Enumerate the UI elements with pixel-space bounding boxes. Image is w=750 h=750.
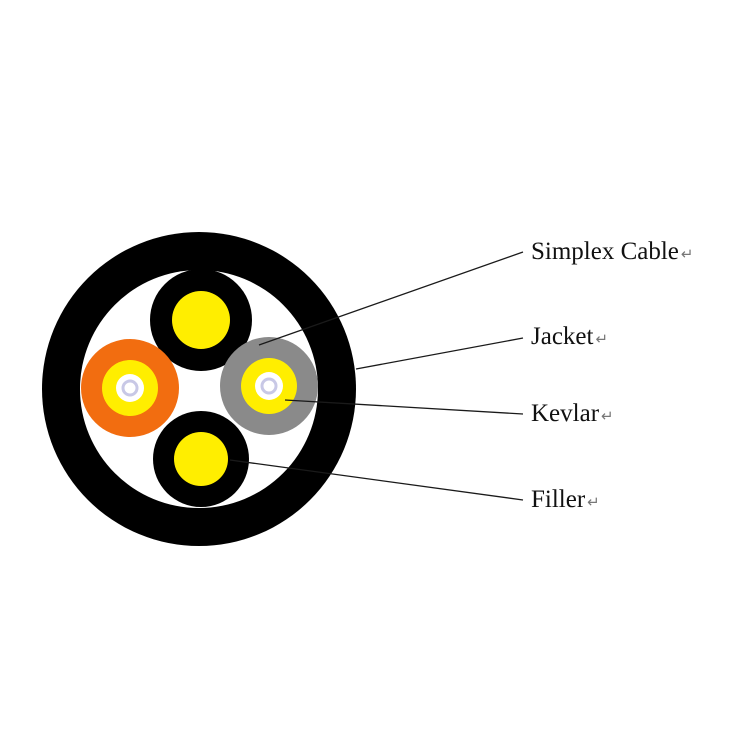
label-kevlar-row: Kevlar↵ <box>531 400 614 427</box>
filler-bottom-core <box>174 432 228 486</box>
label-simplex-cable: Simplex Cable <box>531 238 679 265</box>
filler-top <box>150 269 252 371</box>
simplex-cable-left <box>81 339 179 437</box>
label-simplex-cable-row: Simplex Cable↵ <box>531 238 693 265</box>
simplex-cable-right <box>220 337 318 435</box>
return-mark-icon: ↵ <box>681 245 694 263</box>
label-kevlar: Kevlar <box>531 400 600 427</box>
simplex-left-buffer <box>116 374 144 402</box>
cable-interior <box>80 270 318 508</box>
filler-bottom <box>153 411 249 507</box>
leader-line-filler <box>229 459 524 501</box>
return-mark-icon: ↵ <box>601 407 614 425</box>
simplex-right-fiber <box>260 377 278 395</box>
label-filler-row: Filler↵ <box>531 486 600 513</box>
return-mark-icon: ↵ <box>595 330 608 348</box>
label-jacket: Jacket <box>531 323 594 350</box>
simplex-left-fiber <box>121 379 139 397</box>
leader-line-kevlar <box>284 399 524 415</box>
filler-top-core <box>172 291 230 349</box>
simplex-right-buffer <box>255 372 283 400</box>
leader-line-simplex-cable <box>258 251 524 346</box>
label-filler: Filler <box>531 486 586 513</box>
return-mark-icon: ↵ <box>587 493 600 511</box>
leader-line-jacket <box>355 337 524 370</box>
label-jacket-row: Jacket↵ <box>531 323 608 350</box>
